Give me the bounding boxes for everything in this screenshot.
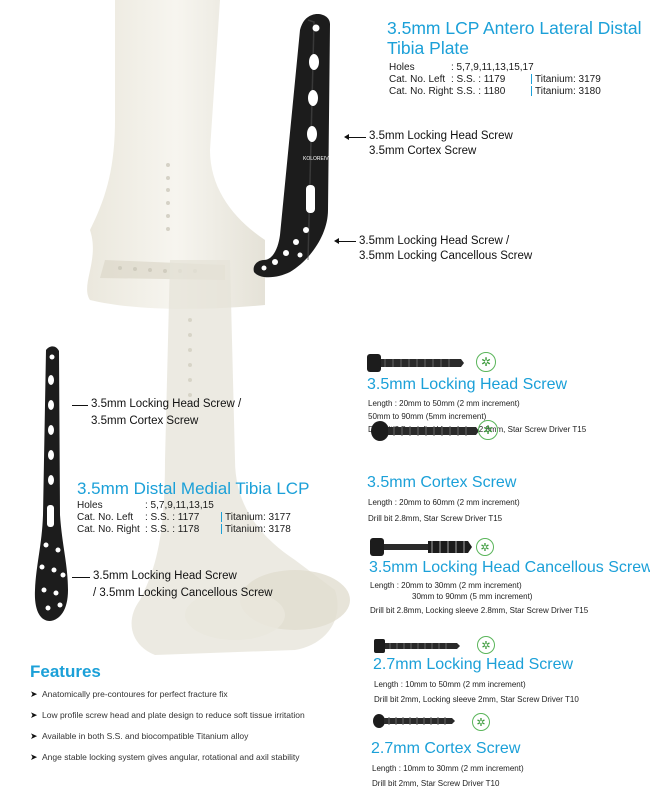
- screw-spec-line: Length : 10mm to 50mm (2 mm increment): [374, 680, 526, 689]
- medial-callout-1-line2: 3.5mm Cortex Screw: [91, 415, 199, 427]
- arrowhead-bullet-icon: ➤: [30, 752, 38, 762]
- cat-right-ss: : S.S. : 1178: [145, 524, 200, 535]
- callout-line: [72, 405, 88, 406]
- callout-line: [72, 577, 90, 578]
- screw-spec-line: Drill bit 2mm, Star Screw Driver T10: [372, 779, 500, 788]
- holes-value: : 5,7,9,11,13,15: [145, 500, 214, 511]
- screw-specs-4: Length : 10mm to 50mm (2 mm increment) D…: [374, 677, 579, 707]
- medial-callout-1-line1: 3.5mm Locking Head Screw /: [91, 398, 242, 410]
- top-callout-2-line2: 3.5mm Locking Cancellous Screw: [359, 250, 533, 262]
- tibia-foot-bone-illustration-bottom: [131, 260, 350, 655]
- features-list: ➤ Anatomically pre-contoures for perfect …: [30, 688, 305, 772]
- top-plate-title-line2: Tibia Plate: [387, 38, 470, 58]
- small-locking-head-screw-image: [374, 639, 460, 653]
- medial-callout-2-line1: 3.5mm Locking Head Screw: [93, 570, 237, 582]
- cat-right-label: Cat. No. Right: [389, 86, 452, 97]
- cat-left-ti: Titanium: 3177: [225, 512, 291, 523]
- screw-spec-line: Length : 20mm to 50mm (2 mm increment): [368, 399, 520, 408]
- holes-value: : 5,7,9,11,13,15,17: [451, 62, 534, 73]
- locking-cancellous-screw-image: [370, 538, 472, 556]
- top-plate-title-line1: 3.5mm LCP Antero Lateral Distal: [387, 18, 642, 38]
- top-callout-2: 3.5mm Locking Head Screw / 3.5mm Locking…: [359, 234, 532, 264]
- svg-text:KOLOREIV: KOLOREIV: [303, 156, 329, 162]
- medial-callout-2-line2: / 3.5mm Locking Cancellous Screw: [93, 587, 273, 599]
- arrowhead-icon: [344, 134, 349, 140]
- feature-text: Low profile screw head and plate design …: [42, 710, 305, 720]
- medial-callout-2: 3.5mm Locking Head Screw / 3.5mm Locking…: [93, 568, 273, 602]
- arrowhead-icon: [334, 238, 339, 244]
- feature-item: ➤ Available in both S.S. and biocompatibl…: [30, 730, 305, 742]
- locking-head-screw-image: [367, 354, 464, 372]
- screw-spec-line: Length : 10mm to 30mm (2 mm increment): [372, 764, 524, 773]
- medial-plate-title: 3.5mm Distal Medial Tibia LCP: [77, 479, 310, 498]
- features-heading: Features: [30, 662, 101, 681]
- top-callout-2-line1: 3.5mm Locking Head Screw /: [359, 235, 510, 247]
- top-callout-1-line1: 3.5mm Locking Head Screw: [369, 130, 513, 142]
- star-drive-icon: ✲: [472, 713, 490, 731]
- feature-text: Available in both S.S. and biocompatible…: [42, 731, 249, 741]
- screw-spec-line: Length : 20mm to 60mm (2 mm increment): [368, 498, 520, 507]
- cat-left-label: Cat. No. Left: [389, 74, 446, 85]
- cat-right-ss: : S.S. : 1180: [451, 86, 506, 97]
- screw-title-2: 3.5mm Cortex Screw: [367, 474, 517, 491]
- cat-right-ti: Titanium: 3180: [535, 86, 601, 97]
- arrow-left-icon: [348, 137, 366, 138]
- holes-label: Holes: [389, 62, 415, 73]
- screw-specs-5: Length : 10mm to 30mm (2 mm increment) D…: [372, 761, 524, 791]
- cat-left-label: Cat. No. Left: [77, 512, 134, 523]
- holes-label: Holes: [77, 500, 103, 511]
- cortex-screw-image: [371, 421, 479, 441]
- cat-left-ss: : S.S. : 1177: [145, 512, 200, 523]
- cat-left-ti: Titanium: 3179: [535, 74, 601, 85]
- arrow-left-icon: [338, 241, 356, 242]
- antero-lateral-tibia-plate: KOLOREIV: [253, 14, 330, 278]
- screw-title-3: 3.5mm Locking Head Cancellous Screw: [369, 559, 650, 576]
- top-callout-1: 3.5mm Locking Head Screw 3.5mm Cortex Sc…: [369, 129, 513, 159]
- screw-specs-2: Length : 20mm to 60mm (2 mm increment) D…: [368, 495, 520, 527]
- arrowhead-bullet-icon: ➤: [30, 731, 38, 741]
- screw-spec-line: Drill bit 2mm, Locking sleeve 2mm, Star …: [374, 695, 579, 704]
- cat-left-ss: : S.S. : 1179: [451, 74, 506, 85]
- screw-spec-line: 30mm to 90mm (5 mm increment): [412, 592, 533, 601]
- top-plate-spec-table: Holes : 5,7,9,11,13,15,17 Cat. No. Left : …: [389, 62, 601, 98]
- screw-spec-line: Drill bit 2.8mm, Star Screw Driver T15: [368, 514, 503, 523]
- feature-text: Anatomically pre-contoures for perfect f…: [42, 689, 228, 699]
- star-drive-icon: ✲: [477, 636, 495, 654]
- feature-item: ➤ Ange stable locking system gives angula…: [30, 751, 305, 763]
- screw-title-1: 3.5mm Locking Head Screw: [367, 376, 568, 393]
- medial-plate-spec-table: Holes : 5,7,9,11,13,15 Cat. No. Left : S.S…: [77, 500, 291, 536]
- arrowhead-bullet-icon: ➤: [30, 710, 38, 720]
- feature-text: Ange stable locking system gives angular…: [42, 752, 300, 762]
- star-drive-icon: ✲: [478, 420, 498, 440]
- cat-right-label: Cat. No. Right: [77, 524, 140, 535]
- arrowhead-bullet-icon: ➤: [30, 689, 38, 699]
- screw-spec-line: Length : 20mm to 30mm (2 mm increment): [370, 581, 522, 590]
- screw-spec-line: 50mm to 90mm (5mm increment): [368, 412, 487, 421]
- distal-medial-tibia-plate: [34, 346, 68, 621]
- star-drive-icon: ✲: [476, 538, 494, 556]
- star-drive-icon: ✲: [476, 352, 496, 372]
- top-callout-1-line2: 3.5mm Cortex Screw: [369, 145, 477, 157]
- cat-right-ti: Titanium: 3178: [225, 524, 291, 535]
- feature-item: ➤ Anatomically pre-contoures for perfect …: [30, 688, 305, 700]
- screw-title-5: 2.7mm Cortex Screw: [371, 740, 521, 757]
- screw-specs-3: Length : 20mm to 30mm (2 mm increment) 3…: [370, 580, 588, 616]
- top-plate-title: 3.5mm LCP Antero Lateral Distal Tibia Pl…: [387, 18, 642, 58]
- screw-title-4: 2.7mm Locking Head Screw: [373, 656, 574, 673]
- feature-item: ➤ Low profile screw head and plate design…: [30, 709, 305, 721]
- screw-spec-line: Drill bit 2.8mm, Locking sleeve 2.8mm, S…: [370, 606, 589, 615]
- medial-callout-1: 3.5mm Locking Head Screw / 3.5mm Cortex …: [91, 396, 241, 430]
- small-cortex-screw-image: [373, 714, 455, 728]
